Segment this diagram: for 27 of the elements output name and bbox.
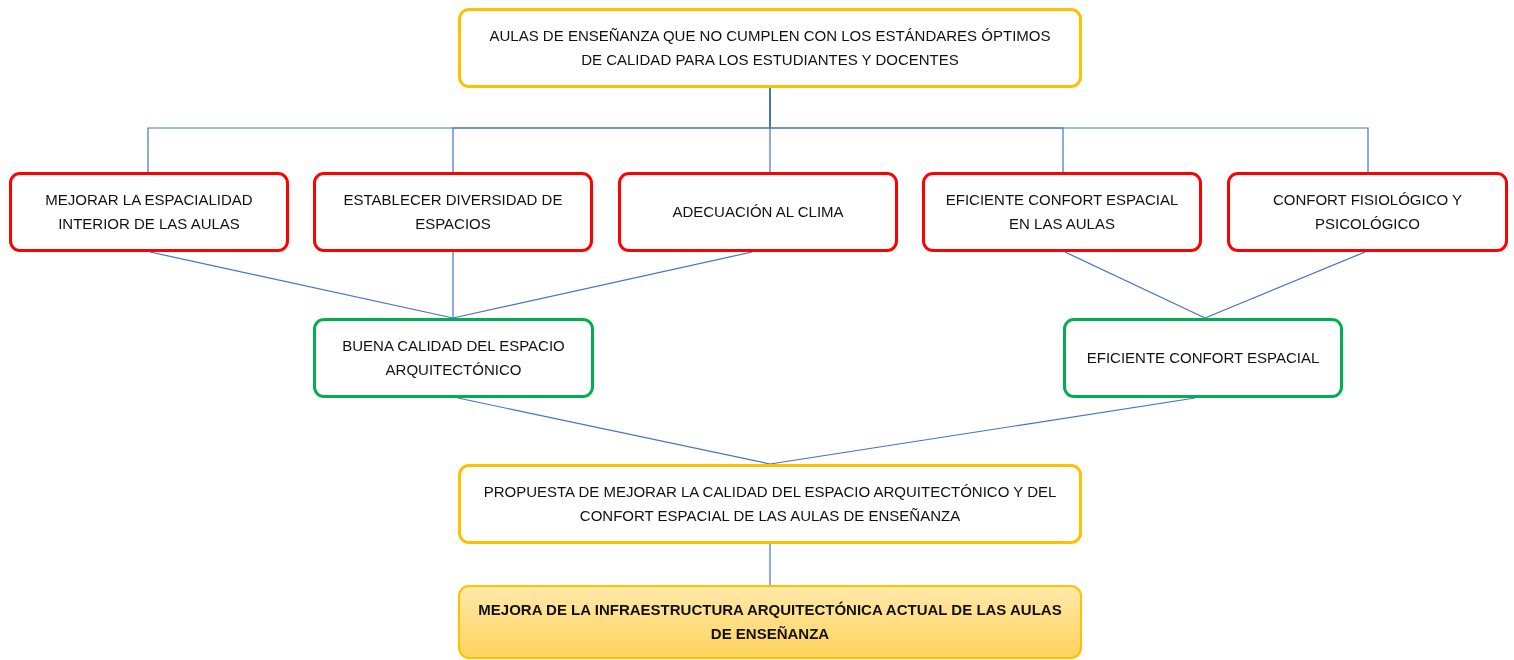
process-box: [922, 172, 1202, 252]
box-text: PROPUESTA DE MEJORAR LA CALIDAD DEL ESPACIO ARQUITECTÓNICO Y DEL CONFORT ESPACIAL DE LAS AULAS DE ENSEÑANZA: [482, 482, 1058, 526]
box-text: CONFORT FISIOLÓGICO Y PSICOLÓGICO: [1271, 190, 1464, 234]
connector-line: [149, 251, 454, 319]
box-text: EFICIENTE CONFORT ESPACIAL EN LAS AULAS: [944, 190, 1180, 234]
connector-line: [457, 397, 771, 465]
process-box: [313, 318, 594, 398]
connector-line: [1064, 251, 1206, 319]
connector-line: [452, 251, 454, 319]
process-box: [1227, 172, 1508, 252]
box-text: AULAS DE ENSEÑANZA QUE NO CUMPLEN CON LOS ESTÁNDARES ÓPTIMOS DE CALIDAD PARA LOS ESTUDIANTES Y DOCENTES: [488, 26, 1052, 70]
process-box: [458, 464, 1082, 544]
connector-line: [769, 543, 771, 586]
process-box: [618, 172, 898, 252]
connector-line: [452, 251, 753, 319]
process-box: [313, 172, 593, 252]
box-text: ESTABLECER DIVERSIDAD DE ESPACIOS: [342, 190, 564, 234]
box-text: BUENA CALIDAD DEL ESPACIO ARQUITECTÓNICO: [341, 336, 566, 380]
process-box: [458, 8, 1082, 88]
box-text: MEJORA DE LA INFRAESTRUCTURA ARQUITECTÓNICA ACTUAL DE LAS AULAS DE ENSEÑANZA: [478, 600, 1062, 644]
box-text: MEJORAR LA ESPACIALIDAD INTERIOR DE LAS AULAS: [44, 190, 254, 234]
process-box: [458, 585, 1082, 659]
box-text: EFICIENTE CONFORT ESPACIAL: [1086, 348, 1320, 368]
process-box: [9, 172, 289, 252]
process-box: [1063, 318, 1343, 398]
connector-line: [1204, 251, 1366, 319]
box-text: ADECUACIÓN AL CLIMA: [672, 202, 844, 222]
